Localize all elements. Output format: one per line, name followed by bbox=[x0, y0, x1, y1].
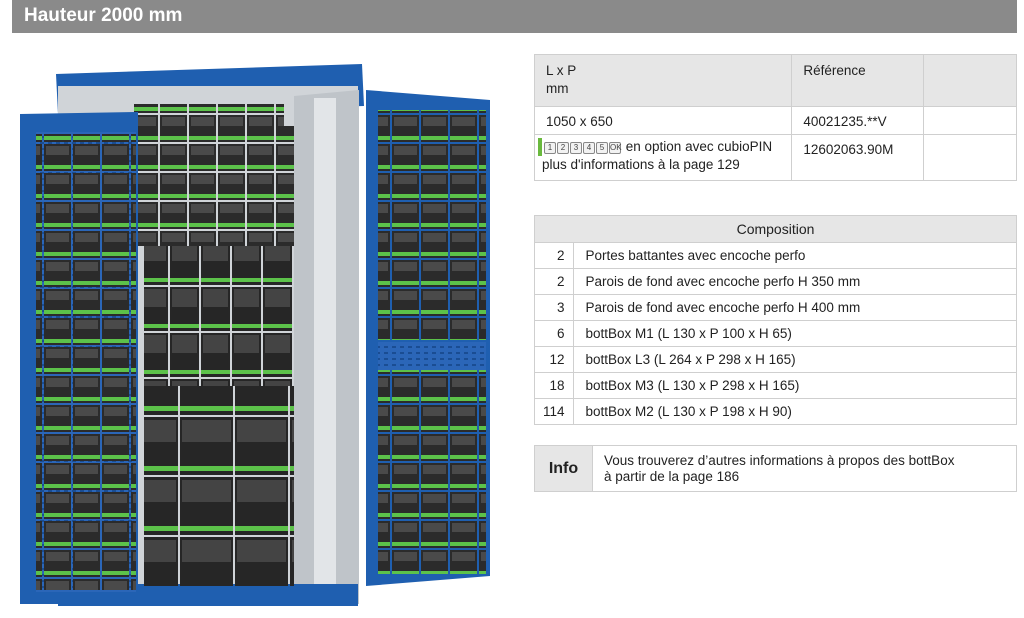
key-icon: 5 bbox=[596, 142, 608, 154]
reference-cell: 12602063.90M bbox=[791, 134, 925, 181]
dimension-cell: 1050 x 650 bbox=[533, 106, 793, 135]
description-cell: bottBox L3 (L 264 x P 298 x H 165) bbox=[572, 346, 1018, 373]
key-icon: 2 bbox=[557, 142, 569, 154]
key-icon: 4 bbox=[583, 142, 595, 154]
quantity-cell: 6 bbox=[534, 320, 574, 347]
description-cell: Portes battantes avec encoche perfo bbox=[572, 242, 1018, 269]
empty-cell bbox=[923, 134, 1017, 181]
table-row: 1050 x 650 40021235.**V bbox=[533, 106, 1017, 135]
description-cell: bottBox M1 (L 130 x P 100 x H 65) bbox=[572, 320, 1018, 347]
green-marker bbox=[538, 138, 542, 156]
dimension-header: L x P mm bbox=[533, 54, 793, 107]
key-icon: 1 bbox=[544, 142, 556, 154]
description-cell: Parois de fond avec encoche perfo H 400 … bbox=[572, 294, 1018, 321]
quantity-cell: 114 bbox=[534, 398, 574, 425]
info-box: Info Vous trouverez d’autres information… bbox=[534, 445, 1017, 492]
cabinet-image bbox=[20, 64, 490, 606]
reference-table-header: L x P mm Référence bbox=[533, 54, 1017, 107]
description-cell: Parois de fond avec encoche perfo H 350 … bbox=[572, 268, 1018, 295]
quantity-cell: 2 bbox=[534, 242, 574, 269]
extra-header bbox=[923, 54, 1017, 107]
page-title: Hauteur 2000 mm bbox=[12, 0, 1017, 33]
info-text: Vous trouverez d’autres informations à p… bbox=[604, 453, 955, 484]
cubiopin-text: en option avec cubioPIN bbox=[625, 139, 773, 154]
quantity-cell: 3 bbox=[534, 294, 574, 321]
quantity-cell: 2 bbox=[534, 268, 574, 295]
reference-table: L x P mm Référence 1050 x 650 40021235.*… bbox=[533, 54, 1017, 181]
quantity-cell: 18 bbox=[534, 372, 574, 399]
reference-cell: 40021235.**V bbox=[791, 106, 925, 135]
cubiopin-page-ref: plus d'informations à la page 129 bbox=[542, 157, 740, 172]
description-cell: bottBox M2 (L 130 x P 198 x H 90) bbox=[572, 398, 1018, 425]
key-icon: OK bbox=[609, 142, 622, 154]
key-icon: 3 bbox=[570, 142, 582, 154]
empty-cell bbox=[923, 106, 1017, 135]
info-label: Info bbox=[535, 446, 593, 491]
description-cell: bottBox M3 (L 130 x P 298 x H 165) bbox=[572, 372, 1018, 399]
composition-header: Composition bbox=[534, 215, 1017, 243]
quantity-cell: 12 bbox=[534, 346, 574, 373]
reference-header: Référence bbox=[791, 54, 925, 107]
